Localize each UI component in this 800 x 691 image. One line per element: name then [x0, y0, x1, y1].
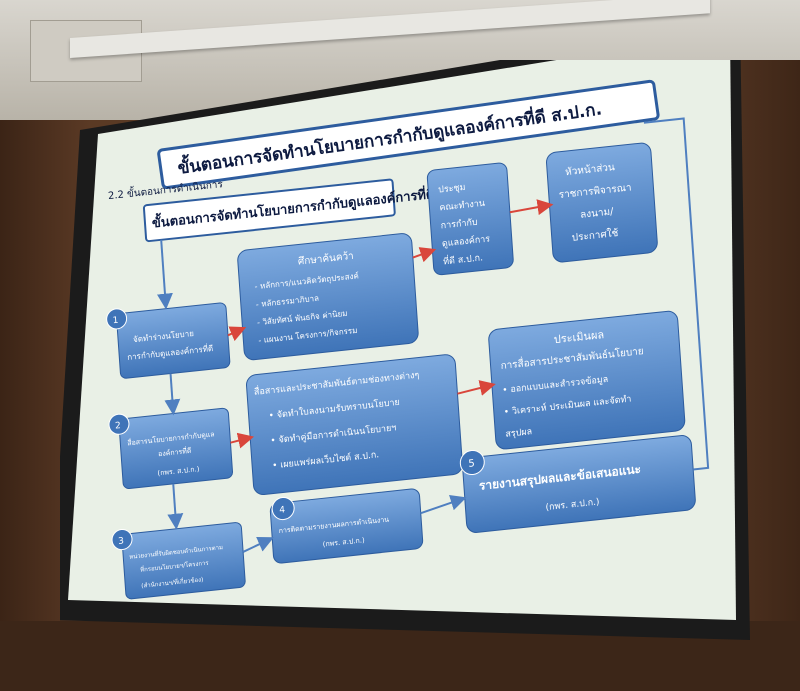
step4-box: [269, 488, 424, 564]
step4-badge: [271, 496, 295, 521]
step3-badge: [111, 529, 133, 551]
step2-badge: [108, 413, 130, 435]
arrow-s1-s2: [164, 373, 181, 416]
slide-svg: ขั้นตอนการจัดทำนโยบายการกำกับดูแลองค์การ…: [60, 60, 750, 640]
head-line: ประกาศใช้: [571, 227, 619, 244]
connector-right: [643, 117, 710, 471]
meeting-box: [426, 162, 514, 276]
meeting-line: ประชุม: [438, 183, 466, 196]
step3-number: 3: [118, 536, 124, 547]
arrow-s2-s3: [167, 483, 184, 530]
meeting-line: การกำกับ: [440, 217, 478, 232]
step5-number: 5: [468, 458, 475, 470]
arrow-comm-eval: [457, 380, 496, 396]
main-title-box: [157, 79, 660, 190]
study-box: [237, 233, 419, 361]
subtitle-box: [142, 178, 396, 243]
head-line: หัวหน้าส่วน: [565, 161, 616, 178]
step2-number: 2: [115, 421, 121, 432]
arrow-s2-comm: [230, 432, 255, 449]
arrow-s4-s5: [420, 495, 467, 515]
arrow-subtitle-s1: [157, 239, 173, 310]
projection-screen: ขั้นตอนการจัดทำนโยบายการกำกับดูแลองค์การ…: [60, 60, 760, 660]
step3-box: [121, 522, 246, 600]
step2-line: องค์การที่ดี: [158, 446, 192, 458]
arrow-meeting-head: [509, 199, 554, 216]
arrow-s1-study: [227, 326, 247, 342]
step1-number: 1: [112, 316, 118, 327]
step4-number: 4: [279, 505, 286, 516]
eval-item: สรุปผล: [505, 427, 532, 440]
meeting-line: คณะทำงาน: [439, 198, 485, 214]
study-title: ศึกษาค้นคว้า: [298, 250, 355, 268]
eval-title: ประเมินผล: [553, 328, 604, 346]
arrow-s3-s4: [242, 537, 274, 553]
arrow-study-meeting: [412, 247, 437, 263]
head-box: [546, 142, 658, 263]
step5-badge: [459, 449, 485, 476]
step1-badge: [106, 308, 128, 330]
head-line: ลงนาม/: [580, 206, 615, 221]
comm-box: [246, 354, 463, 495]
